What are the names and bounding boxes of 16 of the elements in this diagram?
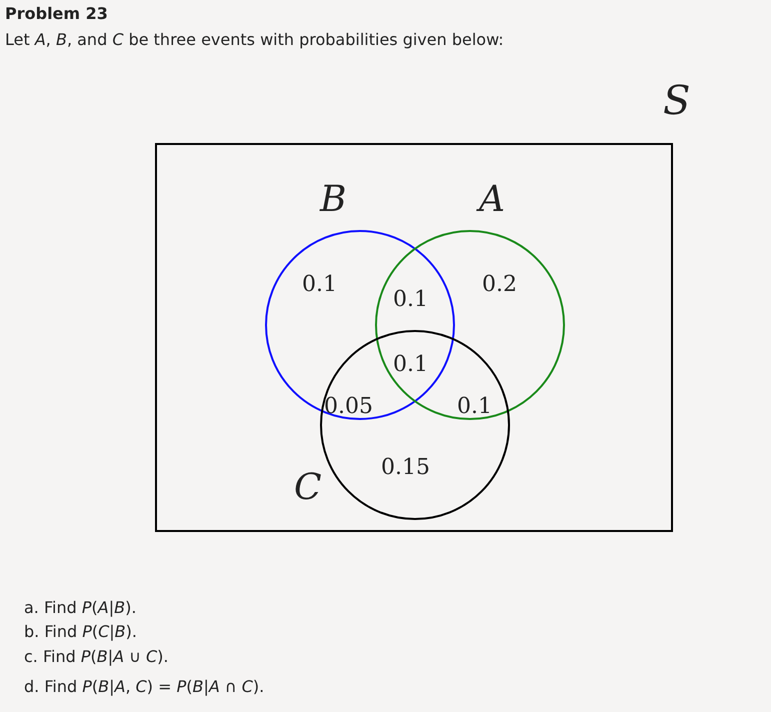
question-text: c. Find P(B|A ∪ C). xyxy=(24,647,168,666)
probability-value: 0.1 xyxy=(393,287,428,314)
probability-value: 0.15 xyxy=(381,455,430,482)
question-text: a. Find P(A|B). xyxy=(24,598,136,618)
event-label: B xyxy=(320,182,346,218)
problem-statement: Let A, B, and C be three events with probabilities given below: xyxy=(5,30,504,50)
question-text: d. Find P(B|A, C) = P(B|A ∩ C). xyxy=(24,677,264,696)
probability-value: 0.1 xyxy=(302,272,337,298)
problem-title: Problem 23 xyxy=(5,4,108,23)
event-label: C xyxy=(294,470,322,506)
probability-value: 0.05 xyxy=(324,394,373,420)
probability-value: 0.1 xyxy=(393,352,428,378)
set-label: S xyxy=(663,81,690,121)
probability-value: 0.1 xyxy=(457,394,492,420)
probability-value: 0.2 xyxy=(482,272,517,298)
question-text: b. Find P(C|B). xyxy=(24,622,137,642)
